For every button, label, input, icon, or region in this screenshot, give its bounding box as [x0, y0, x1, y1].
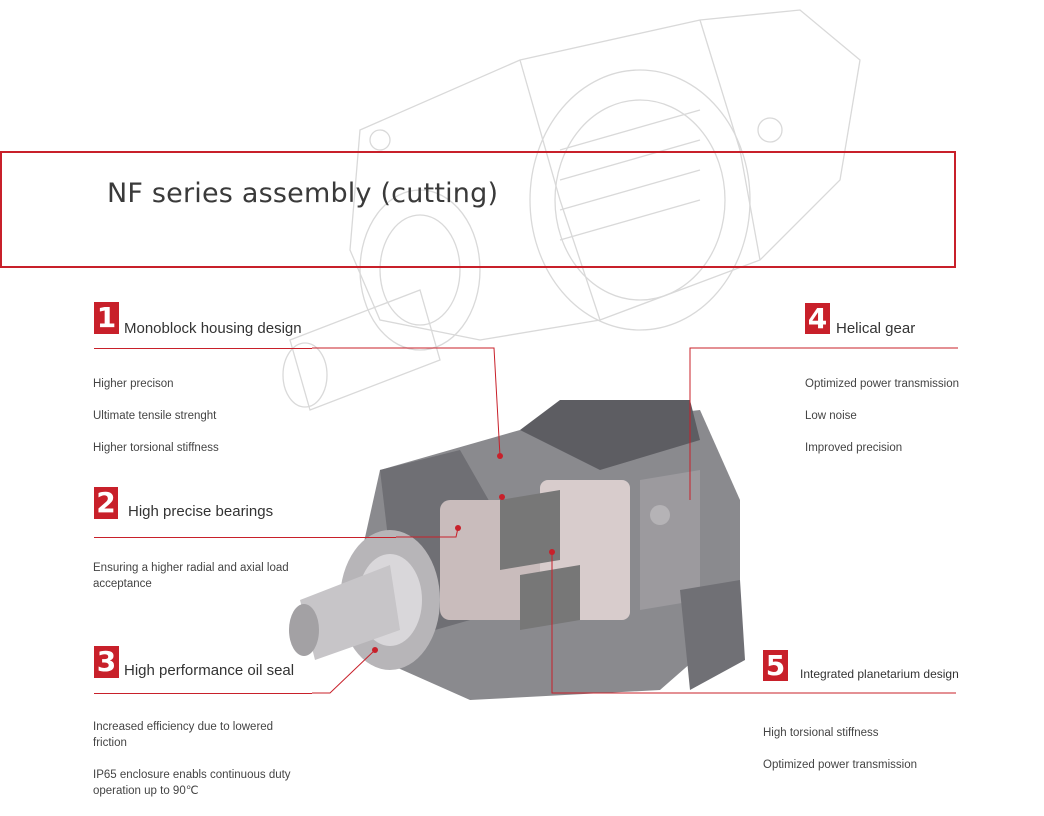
leader-lines: [312, 347, 958, 694]
feature-3-item: Increased efficiency due to lowered: [93, 721, 274, 733]
feature-1-number: 1: [94, 302, 119, 334]
feature-2-item: acceptance: [93, 578, 152, 590]
feature-4-item: Low noise: [805, 410, 857, 422]
feature-1-item: Higher precison: [93, 378, 174, 390]
feature-4-number: 4: [805, 303, 830, 334]
feature-3-item: IP65 enclosure enabls continuous duty: [93, 769, 291, 781]
feature-2-number: 2: [94, 487, 118, 519]
feature-1-item: Ultimate tensile strenght: [93, 410, 217, 422]
feature-1-label: Monoblock housing design: [124, 320, 302, 337]
gearbox-cutaway: [289, 400, 745, 700]
feature-5-item: Optimized power transmission: [763, 759, 918, 771]
feature-5-number: 5: [763, 650, 788, 681]
feature-4-label: Helical gear: [836, 320, 916, 337]
feature-4-item: Improved precision: [805, 442, 903, 454]
feature-3-label: High performance oil seal: [124, 662, 295, 679]
feature-2-rule: [94, 537, 396, 538]
feature-3-item: operation up to 90℃: [93, 785, 199, 797]
feature-1-rule: [94, 348, 312, 349]
feature-5-item: High torsional stiffness: [763, 727, 879, 739]
feature-1-item: Higher torsional stiffness: [93, 442, 219, 454]
feature-3-number: 3: [94, 646, 119, 678]
feature-3-rule: [94, 693, 312, 694]
feature-3-item: friction: [93, 737, 127, 749]
feature-2-label: High precise bearings: [128, 503, 274, 520]
title-frame: [0, 151, 956, 268]
feature-5-label: Integrated planetarium design: [800, 667, 959, 681]
page-title: NF series assembly (cutting): [107, 178, 499, 209]
outline-drawing: [282, 9, 861, 411]
feature-2-item: Ensuring a higher radial and axial load: [93, 562, 289, 574]
feature-4-item: Optimized power transmission: [805, 378, 960, 390]
